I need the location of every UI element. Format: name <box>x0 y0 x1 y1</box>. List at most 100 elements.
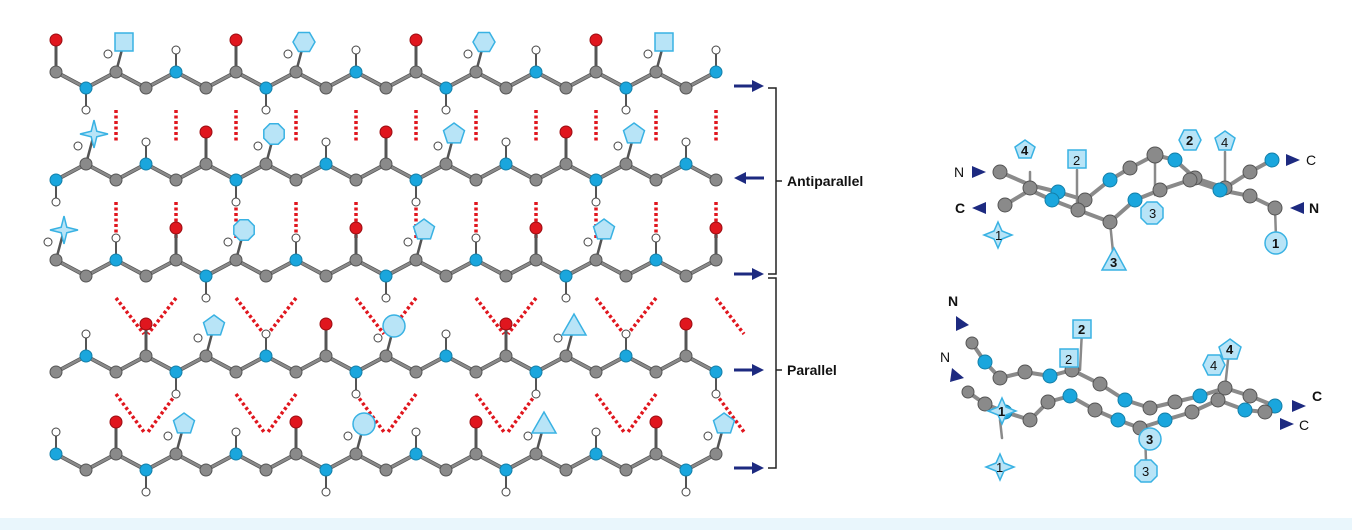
svg-text:1: 1 <box>998 404 1005 419</box>
hydrogen-bond <box>594 296 626 336</box>
pentagon-side-chain <box>592 218 616 240</box>
carbon-atom <box>109 447 123 461</box>
svg-text:2: 2 <box>1078 322 1085 337</box>
direction-arrow <box>734 80 764 92</box>
nitrogen-atom <box>679 157 693 171</box>
carbon-atom <box>559 81 573 95</box>
pentagon-side-chain <box>712 412 736 434</box>
hydrogen-atom <box>711 389 721 399</box>
carbon-atom <box>169 447 183 461</box>
carbon-atom <box>499 269 513 283</box>
octagon-side-chain-3 <box>1140 201 1164 225</box>
svg-text:4: 4 <box>1021 143 1029 158</box>
bottom-n-top-label: N <box>948 293 958 309</box>
carbon-atom <box>439 157 453 171</box>
alpha-hydrogen <box>703 431 713 441</box>
top-c-right-arrow <box>1286 154 1300 166</box>
octagon-side-chain <box>233 219 255 241</box>
carbon-atom <box>79 463 93 477</box>
hydrogen-bond <box>386 392 418 434</box>
hydrogen-atom <box>591 427 601 437</box>
carbon-atom <box>589 365 603 379</box>
hydrogen-bond <box>266 296 298 336</box>
nitrogen-atom <box>319 157 333 171</box>
hydrogen-atom <box>531 389 541 399</box>
hydrogen-atom <box>411 427 421 437</box>
carbon-atom <box>589 65 603 79</box>
carbon-atom <box>679 81 693 95</box>
hydrogen-bond <box>266 392 298 434</box>
carbon-atom <box>409 65 423 79</box>
alpha-hydrogen <box>343 431 353 441</box>
pentagon-side-chain-4 <box>1014 139 1036 159</box>
square-side-chain-2 <box>1067 149 1087 169</box>
strand-layer <box>43 31 736 497</box>
pentagon-side-chain <box>442 122 466 144</box>
carbon-atom <box>199 349 213 363</box>
nitrogen-atom <box>259 81 273 95</box>
strand-1 <box>49 31 723 115</box>
hydrogen-atom <box>501 137 511 147</box>
antiparallel-label: Antiparallel <box>787 173 863 189</box>
nitrogen-atom <box>499 463 513 477</box>
hydrogen-atom <box>351 389 361 399</box>
carbon-atom <box>259 463 273 477</box>
carbon-atom <box>109 365 123 379</box>
nitrogen-atom <box>139 463 153 477</box>
oxygen-atom <box>109 415 123 429</box>
hexagon-side-chain-2 <box>1178 129 1202 151</box>
nitrogen-atom <box>139 157 153 171</box>
hydrogen-atom <box>201 293 211 303</box>
carbon-atom <box>649 65 663 79</box>
circle-side-chain <box>352 412 376 436</box>
svg-text:1: 1 <box>1272 236 1279 251</box>
oxygen-atom <box>169 221 183 235</box>
hexagon-side-chain <box>472 31 496 53</box>
carbon-atom <box>529 447 543 461</box>
nitrogen-atom <box>229 173 243 187</box>
bottom-band <box>0 518 1352 530</box>
hydrogen-atom <box>291 233 301 243</box>
carbon-atom <box>679 349 693 363</box>
carbon-atom <box>49 253 63 267</box>
bottom-n-mid-label: N <box>940 349 950 365</box>
carbon-atom <box>439 463 453 477</box>
bottom-c-right-bold-label: C <box>1312 388 1322 404</box>
parallel-bracket <box>768 277 777 469</box>
hydrogen-atom <box>561 293 571 303</box>
top-c-left-arrow <box>972 202 986 214</box>
nitrogen-atom <box>79 81 93 95</box>
nitrogen-atom <box>49 173 63 187</box>
hydrogen-bond <box>146 296 178 336</box>
hydrogen-atom <box>261 329 271 339</box>
alpha-hydrogen <box>463 49 473 59</box>
carbon-atom <box>259 157 273 171</box>
arrow-head <box>734 172 746 184</box>
nitrogen-atom <box>319 463 333 477</box>
nitrogen-atom <box>559 269 573 283</box>
carbon-atom <box>619 157 633 171</box>
alpha-hydrogen <box>73 141 83 151</box>
carbon-atom <box>679 269 693 283</box>
carbon-atom <box>439 269 453 283</box>
carbon-atom <box>649 447 663 461</box>
oxygen-atom <box>199 125 213 139</box>
bottom-n-mid-arrow <box>950 368 964 382</box>
alpha-hydrogen <box>643 49 653 59</box>
svg-text:2: 2 <box>1073 153 1080 168</box>
alpha-hydrogen <box>43 237 53 247</box>
carbon-atom <box>109 173 123 187</box>
oxygen-atom <box>139 317 153 331</box>
hydrogen-bond <box>146 392 178 434</box>
hydrogen-atom <box>321 137 331 147</box>
strand-3 <box>43 215 723 303</box>
carbon-atom <box>619 463 633 477</box>
carbon-atom <box>649 173 663 187</box>
svg-text:3: 3 <box>1142 464 1149 479</box>
carbon-atom <box>229 365 243 379</box>
bottom-c-right-arrow <box>1280 418 1294 430</box>
star-side-chain-1 <box>981 220 1015 250</box>
strand-2 <box>49 119 723 207</box>
carbon-atom <box>409 253 423 267</box>
strand-4 <box>49 312 723 399</box>
